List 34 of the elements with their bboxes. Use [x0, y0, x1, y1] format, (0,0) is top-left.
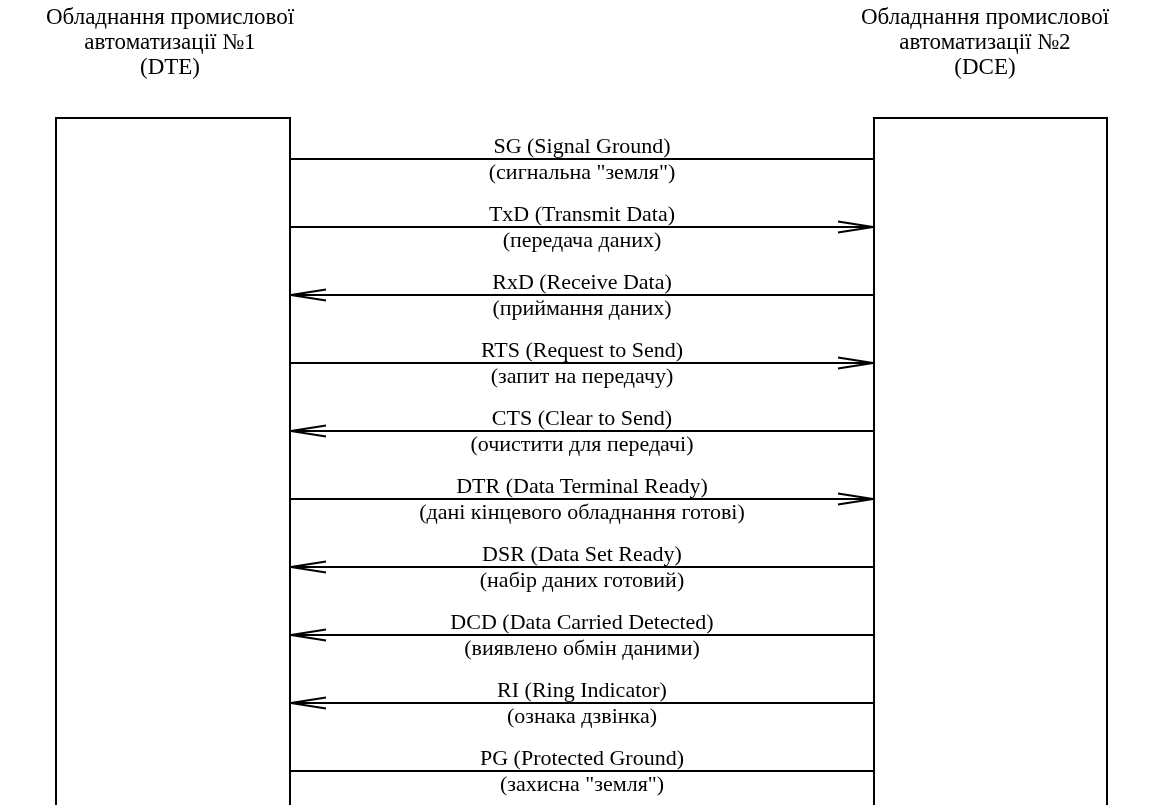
device-heading: Обладнання промислової автоматизації №1 [44, 4, 296, 54]
edge-label: RI (Ring Indicator) [497, 677, 667, 702]
signal-arrow [290, 424, 874, 438]
signal-description: (приймання даних) [492, 295, 672, 320]
signal-arrow [290, 356, 874, 370]
edge-label: RxD (Receive Data) [492, 269, 672, 294]
signal-description: (виявлено обмін даними) [464, 635, 700, 660]
signal-description: (ознака дзвінка) [506, 703, 657, 728]
edge-label: DTR (Data Terminal Ready) [456, 473, 708, 498]
signal-description: (набір даних готовий) [479, 567, 685, 592]
signal-arrow [290, 560, 874, 574]
edge-label: RTS (Request to Send) [480, 337, 684, 362]
signal-description: (очистити для передачі) [470, 431, 694, 456]
signal-arrow [290, 696, 874, 710]
signal-description: (сигнальна "земля") [488, 159, 676, 184]
signal-arrow [290, 288, 874, 302]
signal-arrow [290, 220, 874, 234]
edge-label: DSR (Data Set Ready) [482, 541, 682, 566]
signal-description: (дані кінцевого обладнання готові) [419, 499, 745, 524]
edge-label: TxD (Transmit Data) [488, 201, 676, 226]
edge-label: SG (Signal Ground) [493, 133, 671, 158]
device-type-label: (DCE) [953, 54, 1017, 79]
device-heading: Обладнання промислової автоматизації №2 [859, 4, 1111, 54]
signal-arrow [290, 628, 874, 642]
edge-label: PG (Protected Ground) [479, 745, 685, 770]
edge-label: CTS (Clear to Send) [491, 405, 673, 430]
signal-line [290, 770, 874, 772]
signal-arrow [290, 492, 874, 506]
signal-description: (передача даних) [502, 227, 662, 252]
device-type-label: (DTE) [139, 54, 201, 79]
signal-line [290, 158, 874, 160]
edge-label: DCD (Data Carried Detected) [450, 609, 714, 634]
signal-description: (запит на передачу) [490, 363, 674, 388]
signal-description: (захисна "земля") [499, 771, 665, 796]
